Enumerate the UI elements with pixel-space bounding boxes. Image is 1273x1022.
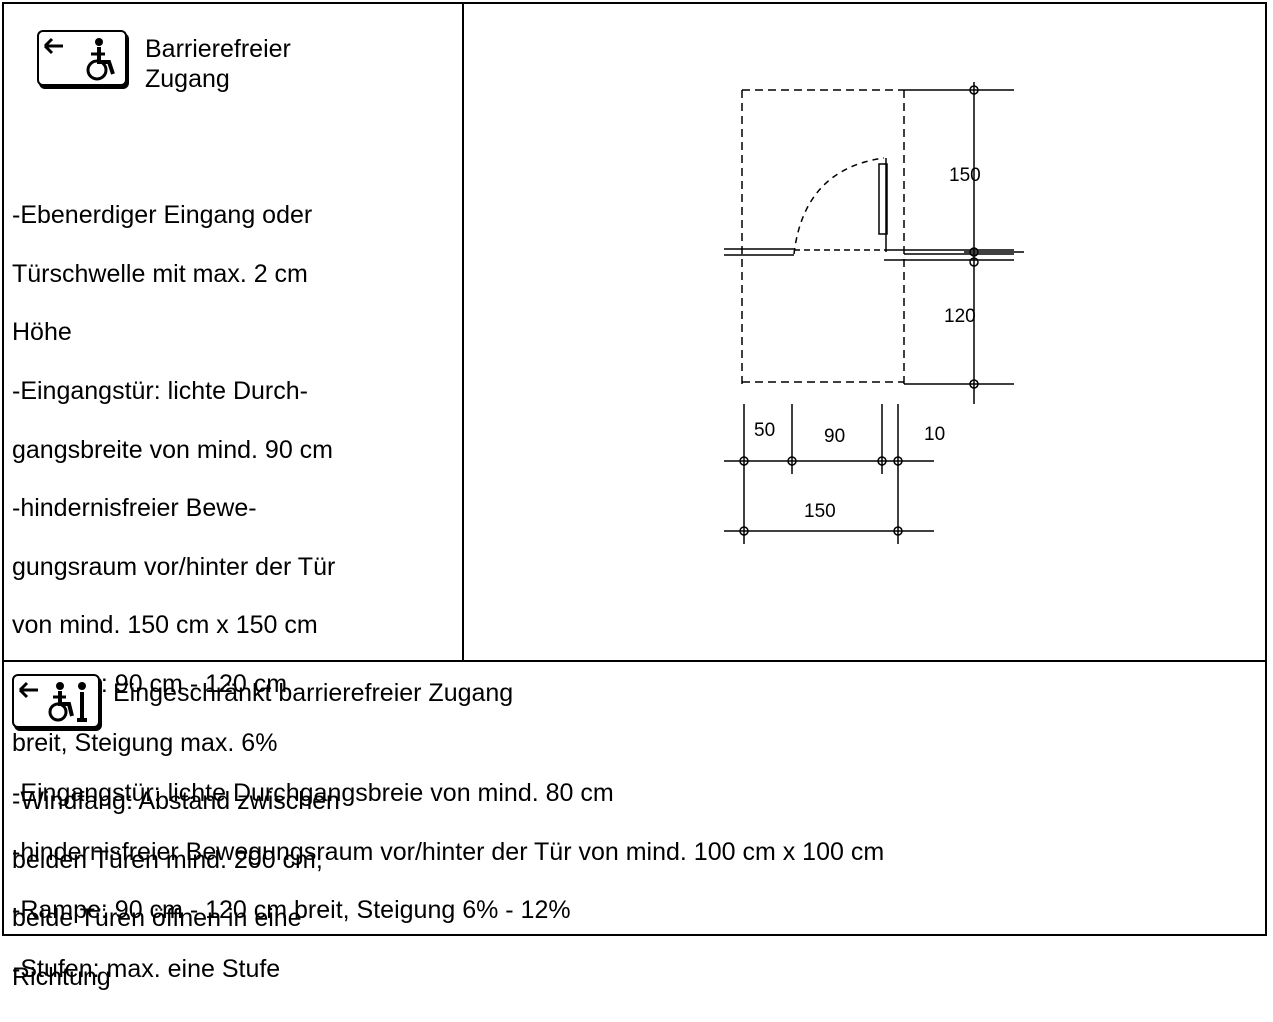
list-item: gungsraum vor/hinter der Tür	[12, 552, 336, 581]
list-item: beide Türen öffnen in eine	[12, 904, 302, 933]
entrance-dimension-drawing: 150 120 50 90 10 150	[724, 82, 1024, 544]
section1-title-line2: Zugang	[145, 65, 230, 93]
dim-label-bottom-right: 10	[924, 424, 945, 445]
section1-title-line1: Barrierefreier	[145, 35, 291, 63]
dim-label-bottom-total: 150	[804, 501, 836, 522]
list-item: -hindernisfreier Bewegungsraum vor/hinte…	[12, 837, 885, 866]
list-item: Höhe	[12, 318, 72, 347]
list-item: -Ebenerdiger Eingang oder	[12, 201, 313, 230]
section1-title: Barrierefreier Zugang	[145, 34, 291, 94]
list-item: -Windfang: Abstand zwischen	[12, 787, 340, 816]
dim-label-top-right: 150	[949, 165, 981, 186]
list-item: -hindernisfreier Bewe-	[12, 494, 257, 523]
section2-title: Eingeschränkt barrierefreier Zugang	[113, 679, 514, 707]
list-item: breit, Steigung max. 6%	[12, 728, 278, 757]
list-item: -Eingangstür: lichte Durch-	[12, 377, 308, 406]
list-item: beiden Türen mind. 200 cm,	[12, 845, 323, 874]
dim-label-bottom-mid: 90	[824, 426, 845, 447]
dim-label-mid-right: 120	[944, 306, 976, 327]
partial-wheelchair-access-icon	[12, 674, 100, 728]
list-item: -Stufen: max. eine Stufe	[12, 955, 281, 984]
list-item: -Rampe: 90 cm - 120 cm breit, Steigung 6…	[12, 896, 571, 925]
column-divider	[462, 4, 464, 662]
row-divider	[4, 660, 1265, 662]
list-item: Türschwelle mit max. 2 cm	[12, 259, 308, 288]
list-item: von mind. 150 cm x 150 cm	[12, 611, 318, 640]
section1-body: -Ebenerdiger Eingang oder Türschwelle mi…	[12, 172, 340, 1022]
dim-label-bottom-left: 50	[754, 420, 775, 441]
list-item: -Eingangstür: lichte Durchgangsbreie von…	[12, 779, 614, 808]
table-frame: Barrierefreier Zugang -Ebenerdiger Einga…	[2, 2, 1267, 991]
section2-body: -Eingangstür: lichte Durchgangsbreie von…	[12, 750, 884, 1014]
wheelchair-access-icon	[37, 30, 127, 86]
list-item: gangsbreite von mind. 90 cm	[12, 435, 334, 464]
